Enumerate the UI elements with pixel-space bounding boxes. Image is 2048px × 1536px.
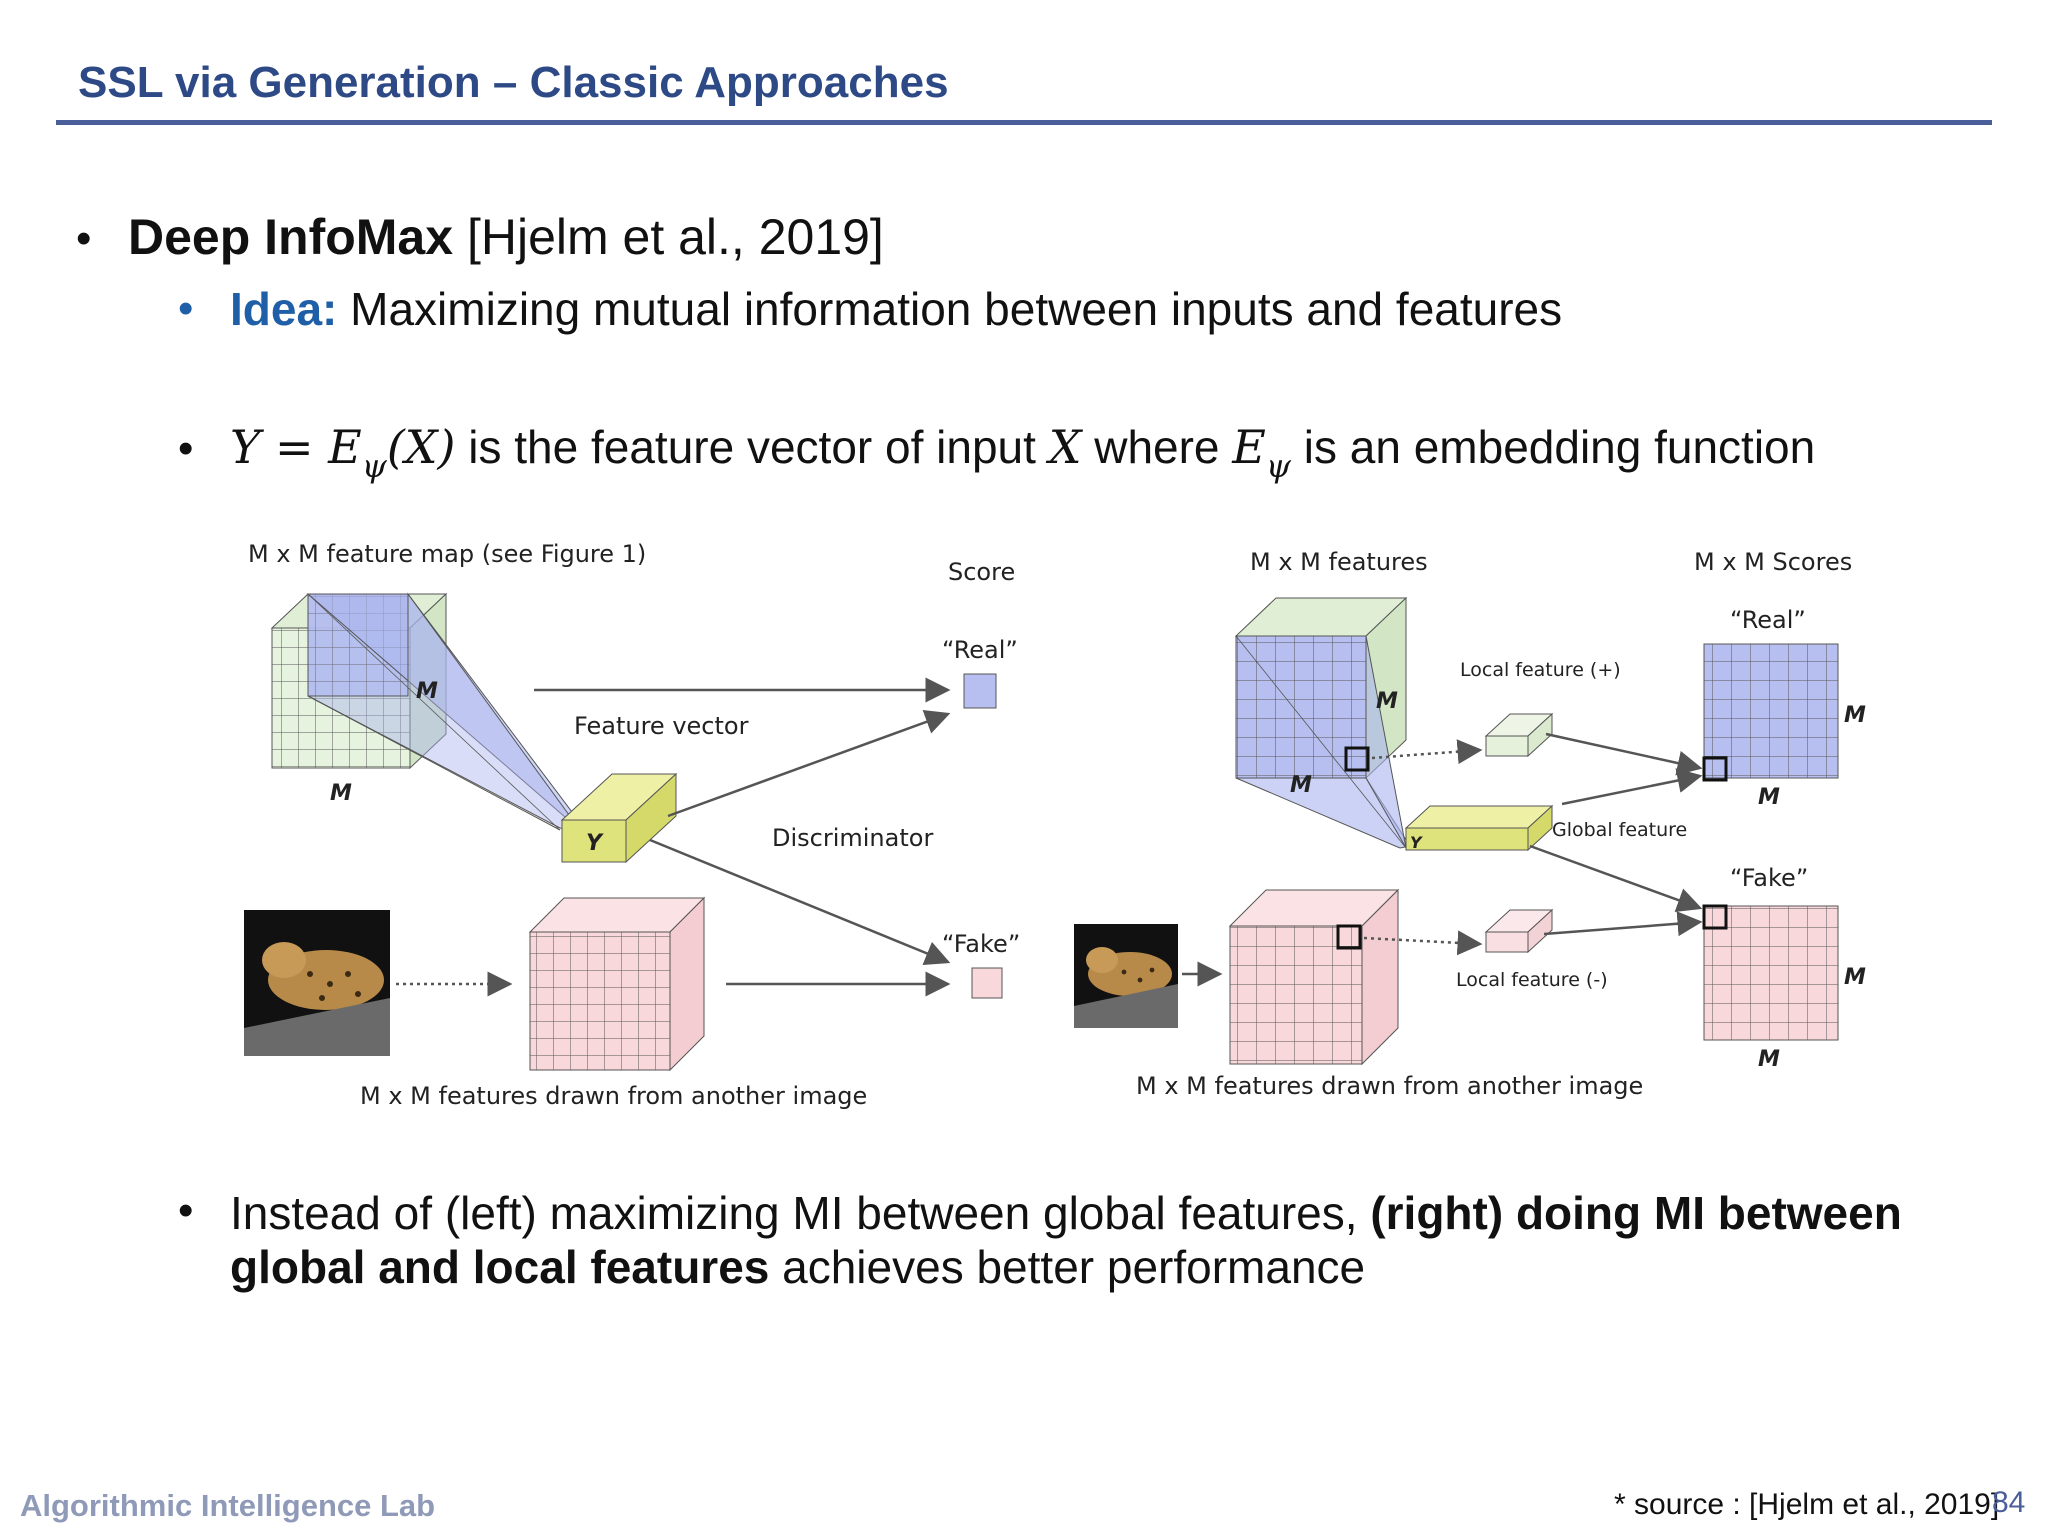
idea-label: Idea: [230,283,338,335]
title-divider [56,120,1992,125]
bullet-dot: • [178,1186,194,1235]
left-m-label-bottom: M [330,781,352,806]
slide-title: SSL via Generation – Classic Approaches [78,58,949,107]
left-m-label-right: M [416,679,438,704]
math-e: E [1232,420,1266,474]
left-fake-score-box [971,967,1003,999]
right-global-label: Global feature [1552,819,1687,841]
right-local-neg-label: Local feature (-) [1456,969,1608,991]
math-psi-sub: ψ [361,447,387,485]
left-fake-feature-cube [528,896,706,1072]
left-feature-map-label: M x M feature map (see Figure 1) [248,540,646,568]
page-number: 84 [1992,1486,2026,1519]
left-input-image [244,910,390,1056]
math-x-arg: (X) [386,420,456,474]
right-fake-label: “Fake” [1730,864,1808,892]
left-fake-label: “Fake” [942,930,1020,958]
right-local-feature-pos [1484,712,1554,758]
method-name: Deep InfoMax [128,209,454,265]
left-y-label: Y [586,831,604,856]
right-global-feature [1404,804,1554,852]
right-fake-feature-cube [1228,888,1400,1066]
bullet-deep-infomax: Deep InfoMax [Hjelm et al., 2019] [128,208,884,266]
right-real-label: “Real” [1730,606,1806,634]
footer-source: * source : [Hjelm et al., 2019] [1614,1488,2000,1521]
right-y-label: Y [1410,833,1423,852]
math-psi-sub: ψ [1265,447,1291,485]
right-bottom-label: M x M features drawn from another image [1136,1072,1643,1100]
left-score-label: Score [948,558,1015,586]
bullet-dot: • [178,284,194,333]
left-discriminator-label: Discriminator [772,824,933,852]
deep-infomax-diagram: M x M feature map (see Figure 1) M M Y F… [244,540,1866,1110]
right-m-cube-bottom: M [1290,773,1312,798]
footer-lab-name: Algorithmic Intelligence Lab [20,1488,436,1523]
left-real-score-box [963,673,997,709]
right-real-m-bottom: M [1758,785,1780,810]
math-y-equals-e: Y = E [230,420,362,474]
right-fake-m-bottom: M [1758,1047,1780,1072]
right-real-score-map [1702,643,1839,782]
text-part-1: is the feature vector of input [455,421,1049,473]
right-features-label: M x M features [1250,548,1428,576]
right-m-cube: M [1376,689,1398,714]
idea-text: Maximizing mutual information between in… [337,283,1563,335]
citation: [Hjelm et al., 2019] [453,209,884,265]
right-local-pos-label: Local feature (+) [1460,659,1621,681]
right-feature-cube [1234,596,1411,849]
right-real-m-right: M [1844,703,1866,728]
left-bottom-label: M x M features drawn from another image [360,1082,867,1110]
bullet-conclusion: Instead of (left) maximizing MI between … [230,1186,2010,1294]
conclusion-pre: Instead of (left) maximizing MI between … [230,1187,1371,1239]
text-part-2: where [1081,421,1233,473]
text-part-3: is an embedding function [1290,421,1816,473]
bullet-dot: • [76,214,92,263]
left-real-label: “Real” [942,636,1018,664]
right-local-feature-neg [1484,908,1554,954]
right-fake-m-right: M [1844,965,1866,990]
left-feature-vector-label: Feature vector [574,712,749,740]
left-mxm-region [306,592,585,831]
bullet-feature-vector: Y = Eψ(X) is the feature vector of input… [230,420,1816,485]
bullet-dot: • [178,424,194,473]
conclusion-bold: (right) doing MI between global and loca… [230,1187,1902,1293]
right-input-image [1074,924,1178,1028]
right-fake-score-map [1702,904,1839,1041]
right-scores-label: M x M Scores [1694,548,1852,576]
math-x: X [1048,420,1082,474]
bullet-idea: Idea: Maximizing mutual information betw… [230,282,1562,336]
conclusion-post: achieves better performance [769,1241,1366,1293]
left-feature-vector-bar [560,772,678,864]
